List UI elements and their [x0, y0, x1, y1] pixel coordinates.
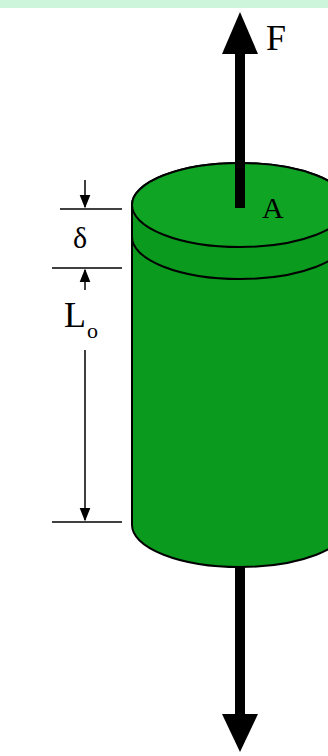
- force-arrow-shaft: [235, 48, 245, 208]
- force-label: F: [266, 20, 286, 56]
- dimension-arrow: [84, 350, 86, 520]
- force-arrow-shaft: [235, 567, 245, 719]
- length-label: L: [64, 297, 86, 333]
- elongation-line: [132, 237, 328, 279]
- dimension-arrow: [84, 180, 86, 207]
- cylinder-top-face: [132, 163, 328, 247]
- top-band: [0, 0, 328, 8]
- length-subscript: o: [87, 320, 98, 342]
- extension-line: [52, 267, 122, 269]
- force-arrow-head: [222, 12, 258, 54]
- extension-line: [60, 208, 122, 210]
- elongation-label: δ: [73, 223, 87, 253]
- force-arrow-head: [222, 714, 258, 752]
- extension-line: [52, 521, 122, 523]
- dimension-arrow: [84, 270, 86, 290]
- cylinder-body: [132, 163, 328, 567]
- area-label: A: [262, 193, 284, 223]
